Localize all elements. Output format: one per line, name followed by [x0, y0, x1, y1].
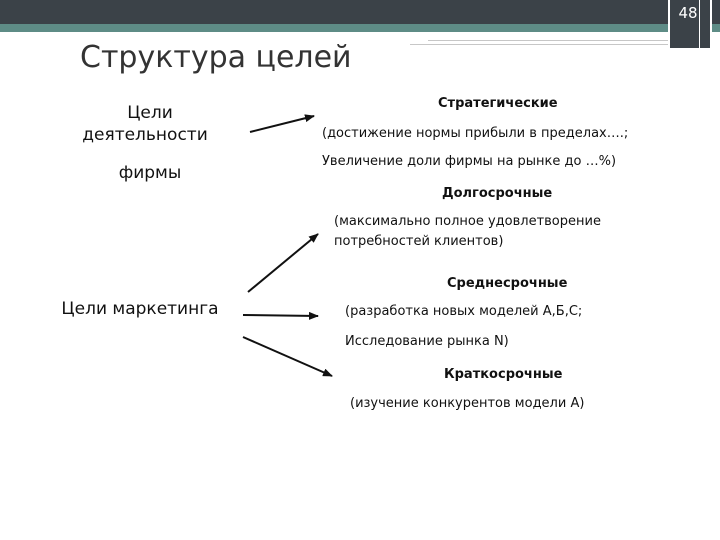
long-term-heading: Долгосрочные: [442, 186, 553, 201]
marketing-goals-label: Цели маркетинга: [61, 299, 219, 319]
short-term-heading: Краткосрочные: [444, 367, 563, 382]
page-number: 48: [678, 4, 698, 22]
header-rule: [428, 40, 668, 41]
strategic-heading: Стратегические: [438, 96, 558, 111]
short-term-text-line1: (изучение конкурентов модели А): [350, 396, 585, 411]
long-term-text-line1: (максимально полное удовлетворение: [334, 214, 601, 229]
arrow-to-long-term: [247, 233, 319, 293]
medium-term-text-line1: (разработка новых моделей А,Б,С;: [345, 304, 583, 319]
company-goals-label-line1: Цели: [127, 103, 173, 123]
header-bar: [0, 0, 720, 24]
medium-term-text-line2: Исследование рынка N): [345, 334, 509, 349]
header-divider: [699, 0, 700, 48]
medium-term-heading: Среднесрочные: [447, 276, 568, 291]
company-goals-label-line2: деятельности: [82, 125, 208, 145]
arrow-to-medium-term: [242, 311, 319, 320]
page-number-box: [668, 0, 712, 48]
header-accent-bar: [0, 24, 720, 32]
company-goals-label-line3: фирмы: [118, 163, 182, 183]
arrow-to-strategic: [249, 114, 315, 133]
strategic-text-line2: Увеличение доли фирмы на рынке до …%): [322, 154, 617, 169]
arrow-to-short-term: [242, 336, 333, 377]
strategic-text-line1: (достижение нормы прибыли в пределах….;: [322, 126, 629, 141]
slide-title: Структура целей: [80, 40, 352, 75]
header-divider: [711, 0, 712, 48]
header-rule: [410, 44, 668, 45]
long-term-text-line2: потребностей клиентов): [334, 234, 504, 249]
